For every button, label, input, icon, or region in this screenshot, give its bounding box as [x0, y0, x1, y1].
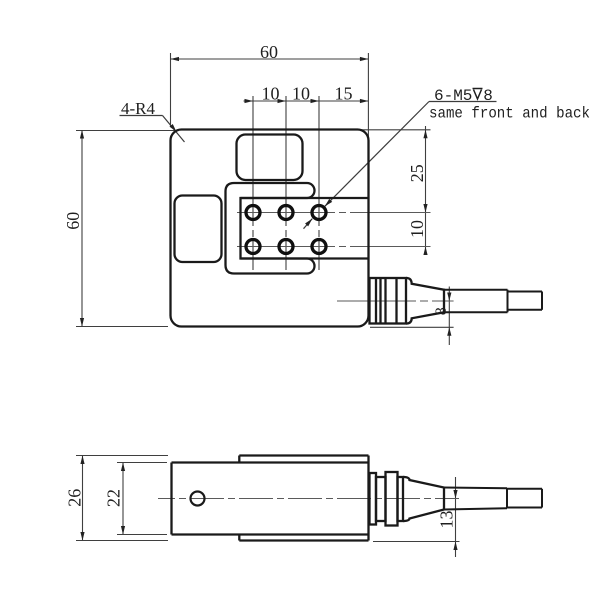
svg-text:4-R4: 4-R4 — [121, 99, 156, 118]
svg-text:60: 60 — [260, 42, 278, 62]
svg-text:15: 15 — [335, 84, 353, 104]
svg-text:same front and back: same front and back — [429, 105, 590, 123]
svg-text:10: 10 — [292, 84, 310, 104]
svg-text:10: 10 — [262, 84, 280, 104]
svg-text:13: 13 — [437, 511, 457, 529]
svg-text:26: 26 — [65, 489, 85, 507]
svg-text:6-M5: 6-M5 — [434, 87, 472, 105]
svg-text:60: 60 — [63, 212, 83, 230]
svg-text:22: 22 — [104, 489, 124, 507]
svg-text:8: 8 — [433, 307, 450, 315]
svg-text:10: 10 — [407, 220, 427, 238]
svg-text:8: 8 — [483, 87, 493, 105]
svg-text:25: 25 — [407, 164, 427, 182]
